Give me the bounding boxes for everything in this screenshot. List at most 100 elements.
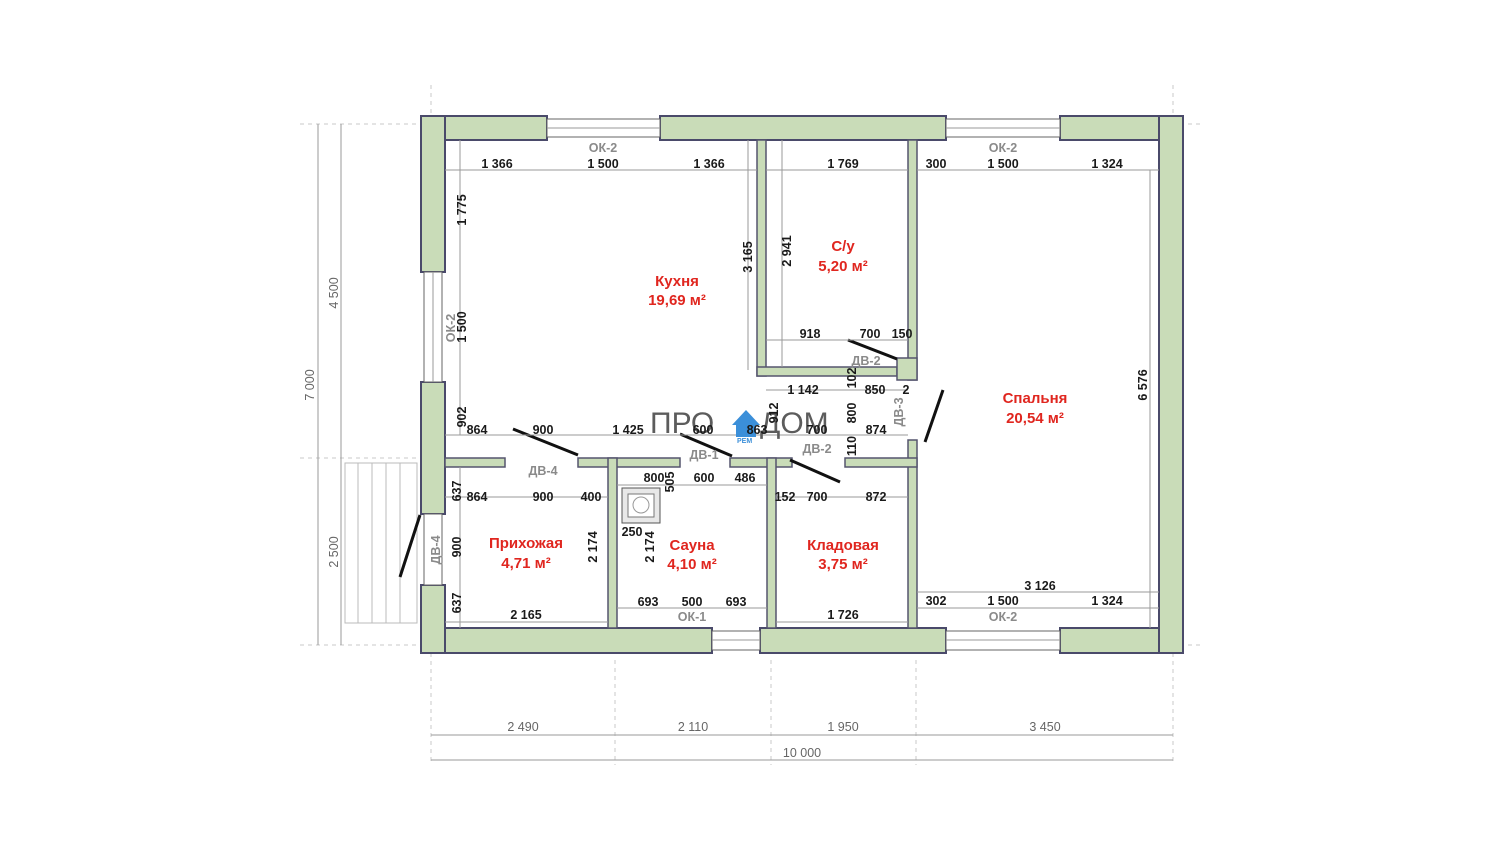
dim-kitchen-bottom-3: 1 425 bbox=[612, 423, 643, 437]
dim-kitchen-right: 3 165 bbox=[741, 241, 755, 272]
overall-dimensions: 2 490 2 110 1 950 3 450 10 000 4 500 2 5… bbox=[303, 277, 1061, 760]
label-dv2-wc: ДВ-2 bbox=[851, 354, 880, 368]
dim-sauna-top-3: 600 bbox=[694, 471, 715, 485]
dim-wc-bottom-2: 700 bbox=[860, 327, 881, 341]
dim-store-top-2: 700 bbox=[807, 490, 828, 504]
dim-store-top-1: 152 bbox=[775, 490, 796, 504]
dim-wc-bottom-3: 150 bbox=[892, 327, 913, 341]
dim-corridor-v-2: 912 bbox=[767, 403, 781, 424]
dim-wc-left: 2 941 bbox=[780, 235, 794, 266]
dim-sauna-bottom-2: 500 bbox=[682, 595, 703, 609]
dim-hall-left-1: 637 bbox=[450, 481, 464, 502]
dim-sauna-bottom-1: 693 bbox=[638, 595, 659, 609]
room-dimensions: 1 366 1 500 1 366 1 769 300 1 500 1 324 … bbox=[467, 157, 1123, 622]
dim-hall-top-2: 900 bbox=[533, 490, 554, 504]
dim-hall-right: 2 174 bbox=[586, 531, 600, 562]
room-name-hallway: Прихожая bbox=[489, 535, 563, 552]
dim-sauna-stove: 250 bbox=[622, 525, 643, 539]
dim-bottom-total: 10 000 bbox=[783, 746, 821, 760]
room-area-wc: 5,20 м² bbox=[818, 258, 867, 275]
label-ok2-top-left: ОК-2 bbox=[589, 141, 618, 155]
dim-sauna-top-2: 505 bbox=[663, 472, 677, 493]
logo: ПРО ДОМ РЕМ bbox=[650, 407, 829, 445]
sauna-stove-icon bbox=[621, 487, 661, 524]
room-area-sauna: 4,10 м² bbox=[667, 556, 716, 573]
dim-kitchen-bottom-1: 864 bbox=[467, 423, 488, 437]
dim-bottom-1: 2 490 bbox=[507, 720, 538, 734]
label-dv4-entry: ДВ-4 bbox=[429, 535, 443, 564]
room-name-sauna: Сауна bbox=[669, 537, 715, 554]
porch-steps bbox=[344, 462, 418, 624]
doors bbox=[398, 338, 945, 578]
dim-sauna-top-4: 486 bbox=[735, 471, 756, 485]
room-name-bedroom: Спальня bbox=[1003, 390, 1068, 407]
room-labels: Кухня 19,69 м² С/у 5,20 м² Спальня 20,54… bbox=[489, 238, 1067, 573]
room-dimensions-vertical: 1 775 1 500 902 3 165 2 941 102 912 800 … bbox=[450, 194, 1150, 613]
dim-hall-top-3: 400 bbox=[581, 490, 602, 504]
dim-kitchen-top-3: 1 366 bbox=[693, 157, 724, 171]
dim-kitchen-left-3: 902 bbox=[455, 407, 469, 428]
dim-corridor-v-4: 110 bbox=[845, 436, 859, 456]
dim-corridor-h-2: 850 bbox=[865, 383, 886, 397]
dim-left-total: 7 000 bbox=[303, 369, 317, 400]
label-dv2-storage: ДВ-2 bbox=[802, 442, 831, 456]
dim-bed-bottom-span: 3 126 bbox=[1024, 579, 1055, 593]
dim-wc-top: 1 769 bbox=[827, 157, 858, 171]
dim-hall-left-3: 637 bbox=[450, 593, 464, 614]
room-name-kitchen: Кухня bbox=[655, 273, 699, 290]
label-ok2-bottom-right: ОК-2 bbox=[989, 610, 1018, 624]
dim-bed-bottom-3: 1 324 bbox=[1091, 594, 1122, 608]
dim-left-2: 2 500 bbox=[327, 536, 341, 567]
label-ok2-top-right: ОК-2 bbox=[989, 141, 1018, 155]
room-area-storage: 3,75 м² bbox=[818, 556, 867, 573]
dim-bed-top-3: 1 324 bbox=[1091, 157, 1122, 171]
dim-kitchen-left-2: 1 500 bbox=[455, 311, 469, 342]
dim-kitchen-top-1: 1 366 bbox=[481, 157, 512, 171]
room-name-wc: С/у bbox=[831, 238, 855, 255]
dim-bottom-4: 3 450 bbox=[1029, 720, 1060, 734]
windows bbox=[423, 118, 1061, 651]
inner-walls bbox=[444, 139, 918, 629]
dim-bottom-3: 1 950 bbox=[827, 720, 858, 734]
room-area-kitchen: 19,69 м² bbox=[648, 292, 706, 309]
room-name-storage: Кладовая bbox=[807, 537, 879, 554]
dim-kitchen-bottom-5: 863 bbox=[747, 423, 768, 437]
dim-sauna-bottom-3: 693 bbox=[726, 595, 747, 609]
dim-kitchen-left-1: 1 775 bbox=[455, 194, 469, 225]
dim-bed-top-2: 1 500 bbox=[987, 157, 1018, 171]
dim-corridor-v-3: 800 bbox=[845, 403, 859, 424]
logo-subtext: РЕМ bbox=[737, 438, 752, 445]
outer-walls bbox=[420, 115, 1184, 654]
room-area-bedroom: 20,54 м² bbox=[1006, 410, 1064, 427]
dim-hall-bottom: 2 165 bbox=[510, 608, 541, 622]
dim-kitchen-bottom-6: 700 bbox=[807, 423, 828, 437]
dim-kitchen-bottom-2: 900 bbox=[533, 423, 554, 437]
opening-labels: ОК-2 ОК-2 ОК-2 ОК-1 ОК-2 ДВ-1 ДВ-2 ДВ-2 … bbox=[429, 141, 1017, 624]
room-area-hallway: 4,71 м² bbox=[501, 555, 550, 572]
dim-bed-right: 6 576 bbox=[1136, 369, 1150, 400]
dim-store-top-3: 872 bbox=[866, 490, 887, 504]
dim-corridor-v-1: 102 bbox=[845, 368, 859, 389]
dim-corridor-h-3: 2 bbox=[903, 383, 910, 397]
label-ok2-left: ОК-2 bbox=[444, 314, 458, 343]
dim-hall-left-2: 900 bbox=[450, 537, 464, 558]
dim-corridor-h-1: 1 142 bbox=[787, 383, 818, 397]
dim-kitchen-bottom-7: 874 bbox=[866, 423, 887, 437]
label-ok1-bottom: ОК-1 bbox=[678, 610, 707, 624]
dimension-lines bbox=[317, 124, 1173, 761]
dim-bed-bottom-1: 302 bbox=[926, 594, 947, 608]
dim-left-1: 4 500 bbox=[327, 277, 341, 308]
label-dv4-hallway: ДВ-4 bbox=[528, 464, 557, 478]
dim-hall-top-1: 864 bbox=[467, 490, 488, 504]
dim-bottom-2: 2 110 bbox=[678, 720, 708, 734]
dim-bed-bottom-2: 1 500 bbox=[987, 594, 1018, 608]
logo-text-pro: ПРО bbox=[650, 407, 714, 440]
dim-kitchen-top-2: 1 500 bbox=[587, 157, 618, 171]
dim-wc-bottom-1: 918 bbox=[800, 327, 821, 341]
dim-kitchen-bottom-4: 600 bbox=[693, 423, 714, 437]
dim-sauna-left: 2 174 bbox=[643, 531, 657, 562]
label-dv3: ДВ-3 bbox=[892, 397, 906, 426]
dim-sauna-top-1: 800 bbox=[644, 471, 665, 485]
house-icon bbox=[732, 410, 760, 437]
